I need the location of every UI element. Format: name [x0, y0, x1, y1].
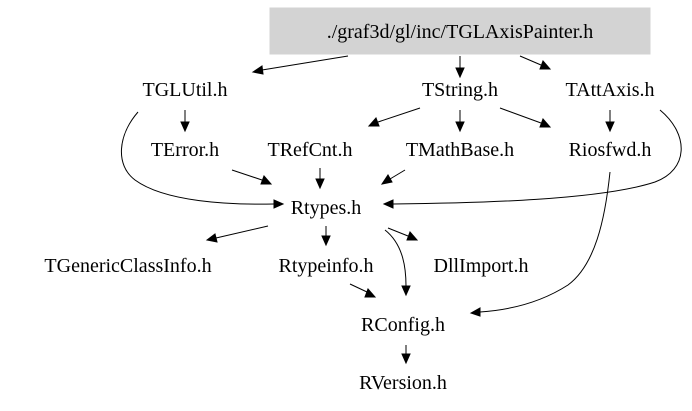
node-rtypeinfo[interactable]: Rtypeinfo.h [279, 255, 374, 277]
edge-tmathbase-rtypes [389, 169, 406, 180]
edge-rtypes-rconfig [384, 229, 407, 287]
edge-rtypes-tgenericclassinfo-arrow [205, 233, 218, 243]
node-tattaxis[interactable]: TAttAxis.h [566, 79, 655, 101]
edge-rtypeinfo-rconfig [349, 283, 368, 293]
edge-tstring-riosfwd-arrow [539, 118, 552, 128]
edge-riosfwd-rconfig-arrow [469, 307, 481, 317]
edge-rtypes-rconfig-arrow [401, 285, 411, 297]
edge-terror-rtypes [231, 169, 263, 181]
edge-rconfig-rversion-arrow [401, 353, 411, 365]
edge-tstring-tmathbase-arrow [455, 121, 465, 133]
node-rconfig[interactable]: RConfig.h [361, 314, 445, 336]
edge-riosfwd-rconfig [479, 171, 611, 313]
edge-rtypeinfo-rconfig-arrow [364, 288, 377, 298]
edge-tattaxis-riosfwd-arrow [605, 121, 615, 133]
edges [121, 55, 682, 365]
edge-tmathbase-rtypes-arrow [380, 174, 393, 185]
edge-root-tglutil-arrow [251, 65, 264, 75]
edge-tglutil-terror-arrow [180, 121, 190, 133]
edge-terror-rtypes-arrow [260, 175, 273, 185]
edge-root-tattaxis-arrow [539, 60, 552, 70]
node-root[interactable]: ./graf3d/gl/inc/TGLAxisPainter.h [327, 21, 594, 43]
edge-tstring-trefcnt-arrow [367, 117, 380, 127]
edge-tstring-riosfwd [499, 107, 542, 124]
node-terror[interactable]: TError.h [151, 139, 219, 161]
node-tglutil[interactable]: TGLUtil.h [143, 79, 228, 101]
edge-rtypes-rtypeinfo-arrow [321, 235, 331, 247]
edge-tglutil-rtypes-arrow [273, 199, 285, 209]
nodes: ./graf3d/gl/inc/TGLAxisPainter.h TGLUtil… [44, 21, 654, 394]
edge-tstring-trefcnt [377, 107, 421, 123]
edge-tattaxis-rtypes [392, 109, 682, 205]
edge-rtypes-dllimport-arrow [406, 231, 419, 241]
edge-trefcnt-rtypes-arrow [315, 178, 325, 190]
node-trefcnt[interactable]: TRefCnt.h [268, 139, 353, 161]
node-rversion[interactable]: RVersion.h [359, 372, 447, 394]
node-rtypes[interactable]: Rtypes.h [291, 197, 362, 219]
node-tmathbase[interactable]: TMathBase.h [406, 139, 514, 161]
node-dllimport[interactable]: DllImport.h [434, 255, 529, 277]
edge-root-tstring-arrow [455, 67, 465, 79]
edge-root-tattaxis [519, 55, 542, 66]
node-tgenericclassinfo[interactable]: TGenericClassInfo.h [44, 255, 211, 277]
edge-tattaxis-rtypes-arrow [382, 199, 394, 209]
edge-root-tglutil [261, 55, 349, 71]
node-riosfwd[interactable]: Riosfwd.h [569, 139, 652, 161]
edge-tglutil-rtypes [121, 111, 275, 205]
edge-rtypes-dllimport [387, 227, 409, 237]
node-tstring[interactable]: TString.h [422, 79, 498, 101]
edge-rtypes-tgenericclassinfo [215, 225, 269, 239]
root-node-box[interactable] [269, 7, 651, 55]
